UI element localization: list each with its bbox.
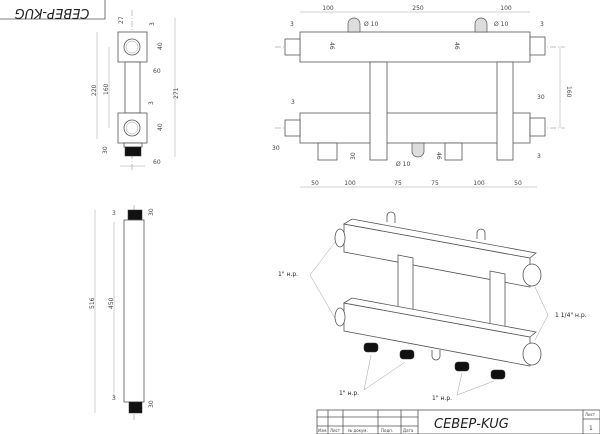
rotated-stamp-text: СЕВЕР-KUG	[15, 5, 90, 20]
dim-450: 450	[108, 297, 115, 309]
column-doc-number: № докум.	[348, 428, 368, 433]
dim-bottom-3: 3	[112, 395, 116, 402]
sheet-label: Лист	[585, 412, 596, 417]
dim-46-left: 46	[328, 42, 335, 50]
dim-left-3: 3	[290, 21, 294, 28]
column-date: Дата	[403, 428, 414, 433]
dim-30: 30	[102, 146, 109, 154]
dim-60-bottom: 60	[153, 159, 161, 166]
dia-bottom: Ø 10	[396, 161, 410, 168]
dim-right-30: 30	[537, 94, 545, 101]
label-left-thread: 1" н.р.	[278, 271, 298, 278]
dim-160: 160	[103, 83, 110, 95]
dim-60-mid: 60	[153, 68, 161, 75]
isometric-view: 1" н.р. 1 1/4" н.р. 1" н.р. 1" н.р.	[278, 211, 587, 402]
dim-27: 27	[118, 16, 125, 24]
dim-top-30: 30	[148, 208, 155, 216]
side-view: 27 3 40 60 220 160 271 3 40 30 60	[91, 10, 180, 170]
label-bottom-left-thread: 1" н.р.	[339, 390, 359, 397]
bottom-view: 30 3 516 450 3 30	[89, 205, 155, 420]
dim-516: 516	[89, 297, 96, 309]
dim-bottom-50-right: 50	[514, 180, 522, 187]
dim-bottom-50-left: 50	[311, 180, 319, 187]
dim-top-right-100: 100	[500, 5, 512, 12]
dim-bottom-75-right: 75	[431, 180, 439, 187]
dim-46-bottom: 46	[435, 152, 442, 160]
dia-right: Ø 10	[494, 21, 508, 28]
dim-bottom-75-left: 75	[394, 180, 402, 187]
dim-top-250: 250	[412, 5, 424, 12]
dim-46-mid: 46	[453, 42, 460, 50]
dim-bottom-100-left: 100	[344, 180, 356, 187]
title-block: Изм. Лист № докум. Подп. Дата СЕВЕР-KUG …	[316, 409, 600, 434]
dim-3-top: 3	[149, 22, 156, 26]
dim-3-bottom: 3	[148, 101, 155, 105]
dim-160: 160	[565, 86, 572, 98]
dim-bottom-100-right: 100	[473, 180, 485, 187]
dim-top-left-100: 100	[322, 5, 334, 12]
label-right-thread: 1 1/4" н.р.	[555, 312, 587, 319]
dim-bottom-30: 30	[148, 400, 155, 408]
dim-40-bottom: 40	[157, 123, 164, 131]
dim-lower-right-3: 3	[537, 153, 541, 160]
sheet-number: 1	[589, 425, 593, 432]
dim-220: 220	[91, 84, 98, 96]
dim-lower-left-3: 3	[291, 99, 295, 106]
front-view: 100 250 100 Ø 10 Ø 10 Ø 10 3 3 46 46 46 …	[272, 5, 572, 188]
column-sheet: Лист	[330, 428, 341, 433]
dia-left: Ø 10	[364, 21, 378, 28]
dim-left-30: 30	[272, 145, 280, 152]
dim-stub-30: 30	[350, 152, 357, 160]
dim-40-top: 40	[157, 42, 164, 50]
column-change: Изм.	[318, 428, 327, 433]
dim-right-3: 3	[540, 21, 544, 28]
column-signature: Подп.	[381, 428, 393, 433]
product-name: СЕВЕР-KUG	[434, 417, 509, 432]
rotated-stamp: СЕВЕР-KUG	[0, 0, 106, 20]
dim-271: 271	[173, 87, 180, 99]
dim-top-3: 3	[112, 210, 116, 217]
label-bottom-right-thread: 1" н.р.	[432, 395, 452, 402]
